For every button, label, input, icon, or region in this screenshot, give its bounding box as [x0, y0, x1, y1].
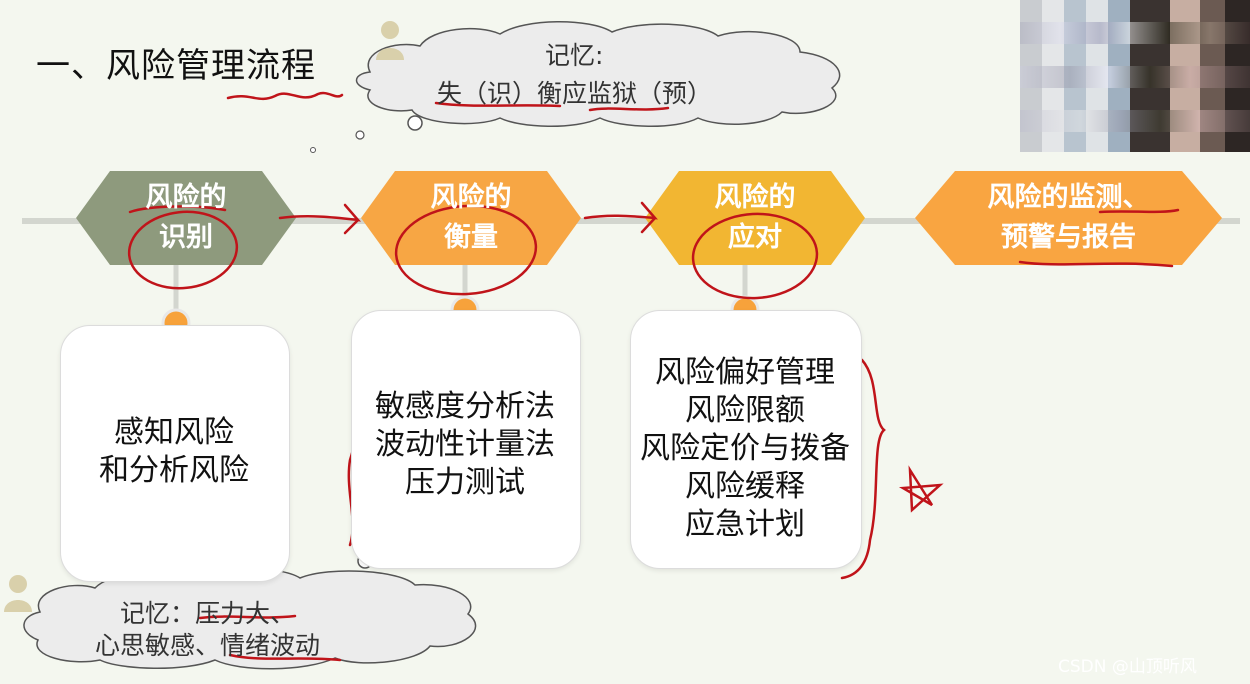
- card-identify-line: 和分析风险: [99, 453, 249, 488]
- card-respond-line: 风险偏好管理: [655, 355, 835, 390]
- step-measure-line2: 衡量: [444, 222, 498, 253]
- person-icon-top: [376, 21, 404, 60]
- step-monitor-line1: 风险的监测、: [987, 182, 1150, 213]
- card-respond-text: 风险偏好管理 风险限额 风险定价与拨备 风险缓释 应急计划: [630, 354, 860, 544]
- step-measure-label: 风险的 衡量: [395, 178, 547, 258]
- step-hexagon-respond: [645, 171, 865, 265]
- memory-bottom-line1: 记忆：压力大、: [120, 599, 296, 628]
- memory-top-label: 记忆:: [545, 41, 604, 70]
- person-icon-bottom: [4, 575, 32, 612]
- step-hexagon-monitor: [915, 171, 1222, 265]
- step-respond-label: 风险的 应对: [679, 178, 831, 258]
- csdn-watermark: CSDN @山顶听风: [1058, 657, 1197, 677]
- card-measure-line: 压力测试: [405, 465, 525, 500]
- card-respond-line: 风险限额: [685, 393, 805, 428]
- step-monitor-label: 风险的监测、 预警与报告: [955, 178, 1182, 258]
- step-identify-line2: 识别: [159, 222, 213, 253]
- card-respond-line: 应急计划: [685, 507, 805, 542]
- card-measure-text: 敏感度分析法 波动性计量法 压力测试: [351, 388, 579, 502]
- step-respond-line2: 应对: [728, 222, 782, 253]
- memory-cloud-top: [310, 21, 841, 153]
- card-identify-line: 感知风险: [114, 415, 234, 450]
- card-identify: [60, 325, 290, 582]
- memory-top-mnemonic: 失（识）衡应监狱（预）: [437, 79, 713, 108]
- card-respond: [630, 310, 862, 569]
- card-identify-text: 感知风险 和分析风险: [60, 414, 288, 490]
- webcam-overlay: [1020, 0, 1250, 152]
- card-measure-line: 波动性计量法: [375, 427, 555, 462]
- memory-bottom-line2: 心思敏感、情绪波动: [95, 631, 321, 660]
- step-respond-line1: 风险的: [714, 182, 796, 213]
- card-measure-line: 敏感度分析法: [375, 389, 555, 424]
- step-identify-line1: 风险的: [145, 182, 227, 213]
- step-identify-label: 风险的 识别: [110, 178, 262, 258]
- step-monitor-line2: 预警与报告: [1001, 222, 1136, 253]
- step-measure-line1: 风险的: [430, 182, 512, 213]
- page-title: 一、风险管理流程: [36, 46, 316, 86]
- card-measure: [351, 310, 581, 569]
- step-hexagon-measure: [361, 171, 581, 265]
- card-respond-line: 风险缓释: [685, 469, 805, 504]
- card-respond-line: 风险定价与拨备: [640, 431, 850, 466]
